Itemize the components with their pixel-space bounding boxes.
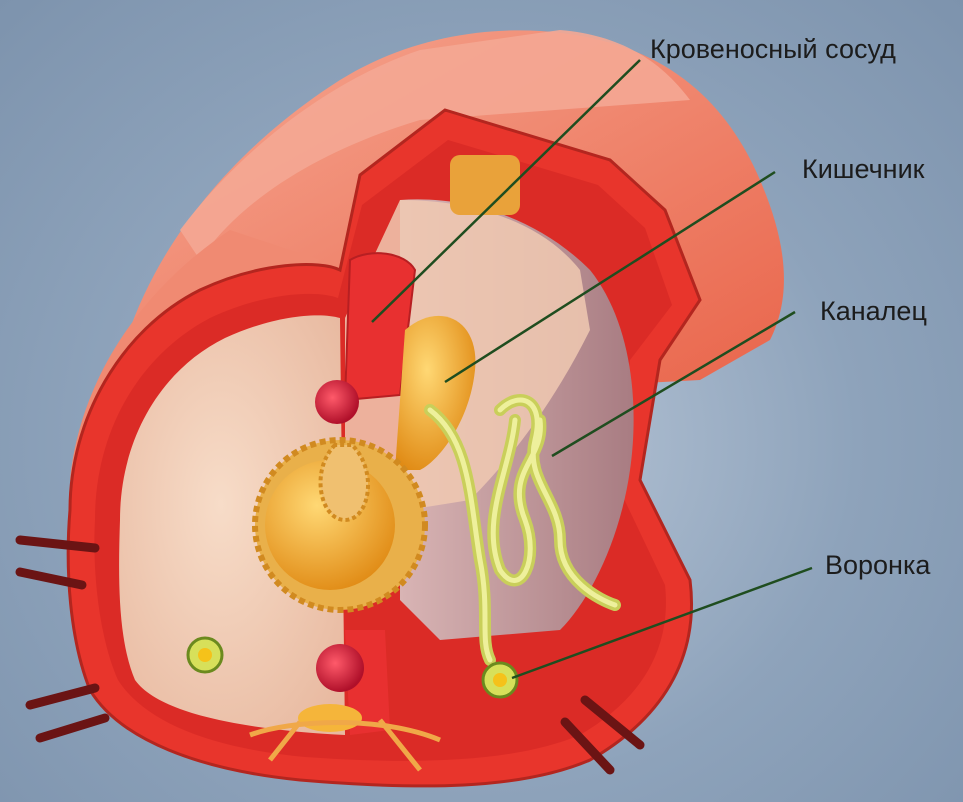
funnel bbox=[483, 663, 517, 697]
label-intestine: Кишечник bbox=[802, 154, 924, 185]
dorsal-vessel-ring bbox=[315, 380, 359, 424]
ventral-nerve-ganglion bbox=[316, 644, 364, 692]
label-blood-vessel: Кровеносный сосуд bbox=[650, 34, 896, 65]
label-funnel: Воронка bbox=[825, 550, 930, 581]
nerve-cord bbox=[298, 704, 362, 732]
label-tubule: Каналец bbox=[820, 296, 927, 327]
funnel-left bbox=[188, 638, 222, 672]
dorsal-vessel-top bbox=[450, 155, 520, 215]
